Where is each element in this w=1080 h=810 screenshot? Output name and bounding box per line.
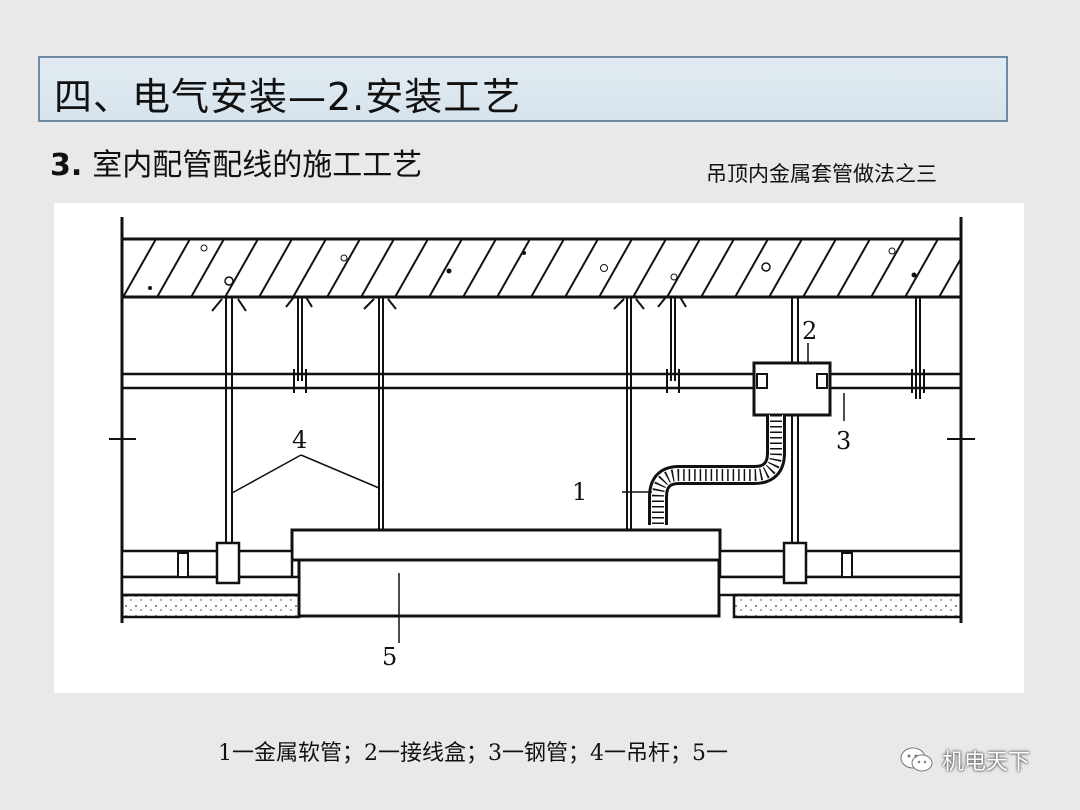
label-1: 1 [572,478,587,506]
section-title: 室内配管配线的施工工艺 [92,148,423,183]
page-title: 四、电气安装—2.安装工艺 [54,75,522,119]
title-bar: 四、电气安装—2.安装工艺 [38,56,1008,122]
junction-box [752,361,832,417]
ceiling-conduit-diagram: 2 3 4 1 5 [54,203,1024,693]
label-4: 4 [292,426,307,454]
figure-title: 吊顶内金属套管做法之三 [706,162,937,186]
conduit-clamps [293,369,925,393]
concrete-slab [120,237,963,299]
watermark: 机电天下 [900,744,1030,776]
diagram-drawing: 2 3 4 1 5 [109,217,975,671]
ceiling-board-left [120,541,301,619]
label-3: 3 [836,427,851,455]
section-heading: 3. 室内配管配线的施工工艺 [50,140,422,184]
slab-anchors [211,296,687,312]
figure-caption: 1一金属软管；2一接线盒；3一钢管；4一吊杆；5一 [218,741,728,766]
label-4-leaders [231,454,380,494]
ceiling-fixture [290,528,722,643]
label-2: 2 [802,317,817,345]
steel-conduit [122,372,961,390]
flexible-metal-conduit [648,415,786,525]
hanger-rods [225,297,921,573]
watermark-text: 机电天下 [942,750,1031,775]
ceiling-board-right [717,541,963,619]
section-number: 3. [50,148,83,183]
label-5: 5 [382,643,397,671]
wechat-icon [900,747,933,772]
